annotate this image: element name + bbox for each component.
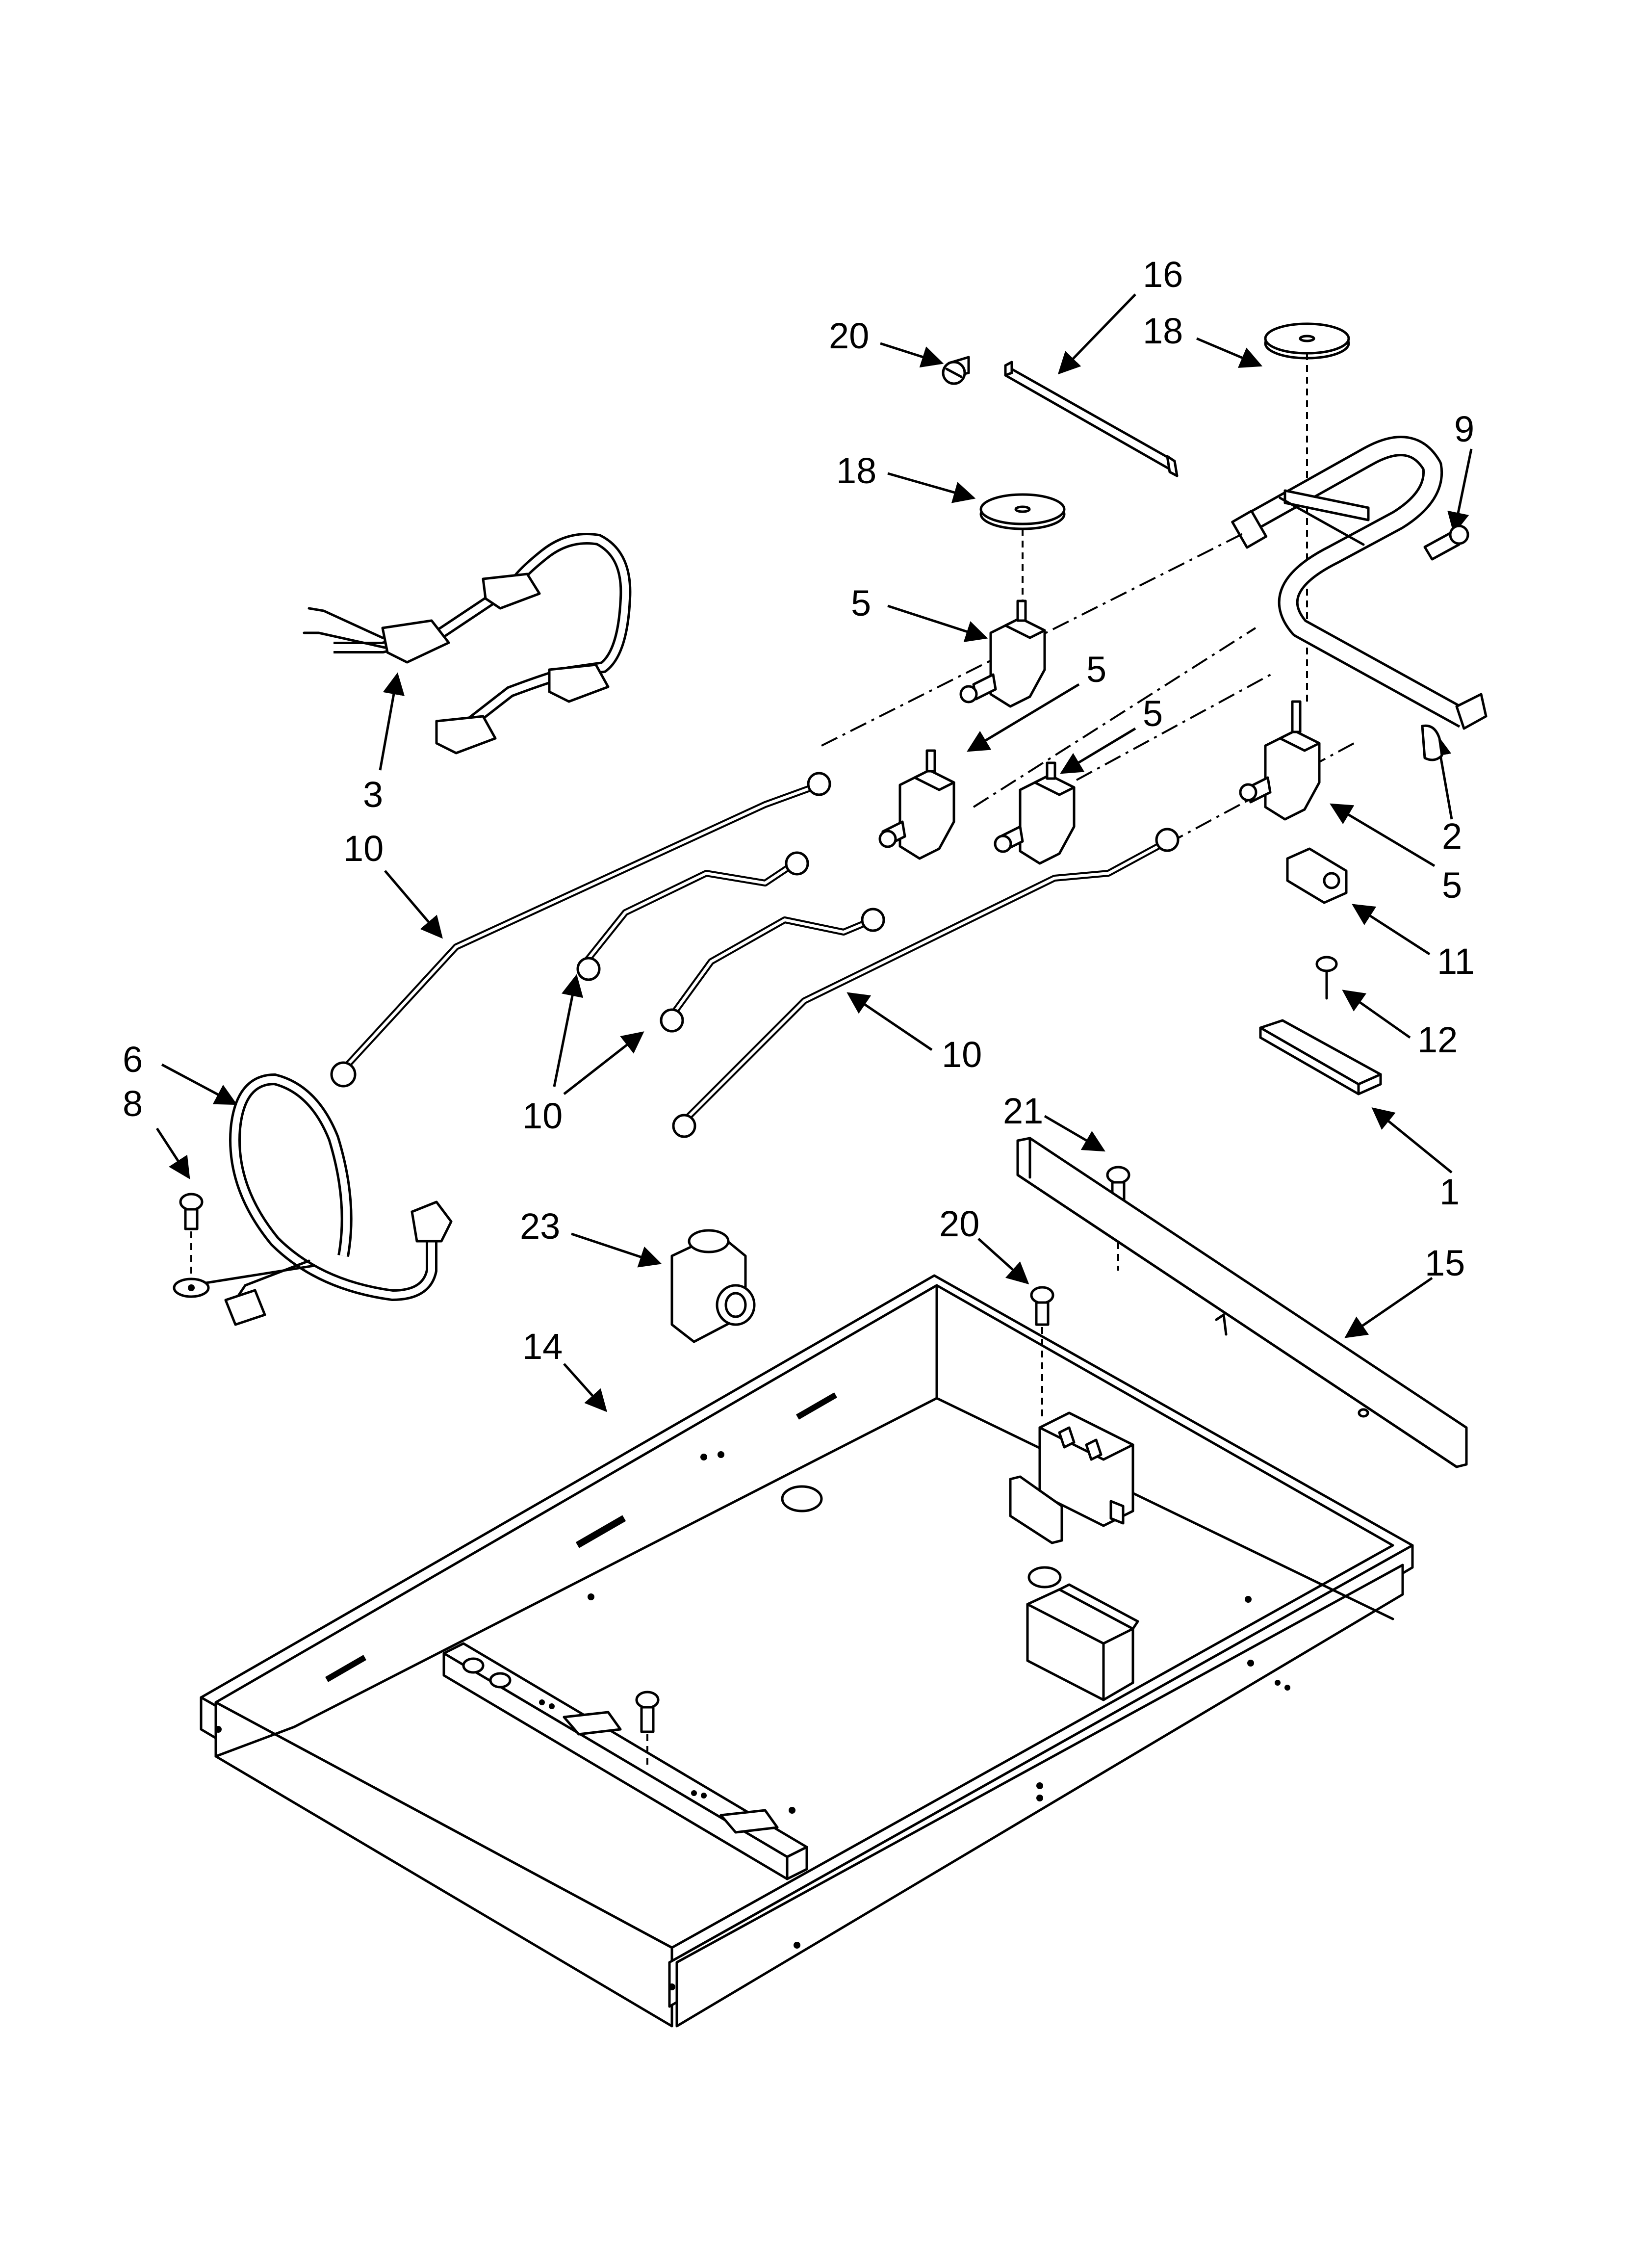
callout-18: 18 xyxy=(836,450,876,491)
callout-20: 20 xyxy=(829,315,869,356)
callout-5: 5 xyxy=(1442,865,1462,906)
callout-5: 5 xyxy=(1143,693,1163,734)
burner-tube-2 xyxy=(1231,436,1488,761)
gasket-11 xyxy=(1286,847,1348,904)
callout-9: 9 xyxy=(1454,409,1474,449)
callout-5: 5 xyxy=(851,583,871,624)
burner-cap-18-right xyxy=(1264,322,1350,360)
leader-20 xyxy=(880,342,944,368)
callout-16: 16 xyxy=(1143,254,1183,295)
leader-14 xyxy=(563,1363,608,1412)
leader-16 xyxy=(1057,293,1136,375)
wire-harness-6 xyxy=(173,1073,453,1326)
screw-12 xyxy=(1315,956,1338,1000)
callout-15: 15 xyxy=(1425,1243,1465,1283)
screw-22 xyxy=(635,1691,660,1769)
leader-18b xyxy=(887,472,976,503)
callout-14: 14 xyxy=(522,1326,563,1367)
leader-12 xyxy=(1342,990,1411,1039)
leader-5d xyxy=(1330,803,1436,867)
screw-20-lower xyxy=(1030,1286,1054,1418)
callout-11: 11 xyxy=(1437,941,1475,982)
valve-5-b xyxy=(878,749,955,860)
leader-18 xyxy=(1196,337,1263,368)
leader-8 xyxy=(155,1127,190,1179)
callout-18: 18 xyxy=(1143,311,1183,351)
valve-5-a xyxy=(959,600,1046,708)
leader-10c-2 xyxy=(563,1031,644,1095)
screw-9 xyxy=(1423,524,1469,561)
leader-11 xyxy=(1352,904,1431,956)
bracket-1 xyxy=(1259,1019,1382,1095)
callout-12: 12 xyxy=(1417,1019,1458,1060)
igniter-module-4 xyxy=(1038,1411,1134,1527)
leader-3 xyxy=(379,672,405,771)
regulator-23 xyxy=(670,1229,756,1343)
main-tray-14 xyxy=(200,1274,1414,2028)
igniter-harness-3 xyxy=(303,533,632,755)
burner-cap-18-left xyxy=(979,493,1066,530)
callout-6: 6 xyxy=(123,1039,143,1080)
gas-tube-10-d xyxy=(672,828,1180,1138)
callout-10: 10 xyxy=(522,1095,563,1136)
rail-15 xyxy=(1016,1137,1468,1468)
leader-23 xyxy=(571,1232,662,1268)
leader-20b xyxy=(977,1238,1029,1285)
callout-10: 10 xyxy=(343,828,384,869)
leader-15 xyxy=(1344,1277,1433,1338)
leader-21 xyxy=(1044,1115,1105,1152)
leader-arrows xyxy=(155,293,1473,1701)
callout-5: 5 xyxy=(1086,649,1106,690)
callout-21: 21 xyxy=(1003,1091,1043,1131)
leader-5b xyxy=(967,683,1080,752)
leader-9 xyxy=(1447,448,1473,535)
leader-10a xyxy=(384,870,443,939)
burner-bracket-16 xyxy=(1004,361,1179,477)
callout-20: 20 xyxy=(939,1203,979,1244)
callout-3: 3 xyxy=(363,774,383,815)
valve-5-c xyxy=(994,761,1076,865)
callout-1: 1 xyxy=(1439,1172,1460,1212)
bracket-13 xyxy=(1009,1475,1063,1544)
leader-5a xyxy=(887,604,988,642)
leader-1 xyxy=(1371,1107,1453,1173)
gas-tube-10-a xyxy=(330,772,831,1088)
valve-5-d xyxy=(1239,700,1321,821)
leader-10c-1 xyxy=(553,974,584,1087)
gas-tube-10-c xyxy=(660,908,885,1033)
callout-23: 23 xyxy=(520,1206,560,1247)
screw-8 xyxy=(179,1193,204,1276)
screw-20 xyxy=(942,356,970,385)
leader-6 xyxy=(161,1063,237,1105)
gas-tube-10-b xyxy=(576,851,809,981)
callout-2: 2 xyxy=(1442,816,1462,857)
leader-5c xyxy=(1060,727,1136,774)
callout-8: 8 xyxy=(123,1083,143,1124)
front-bracket-17 xyxy=(442,1642,808,1880)
box-19 xyxy=(1026,1583,1139,1701)
callout-10: 10 xyxy=(942,1034,982,1075)
leader-10b xyxy=(847,992,933,1051)
